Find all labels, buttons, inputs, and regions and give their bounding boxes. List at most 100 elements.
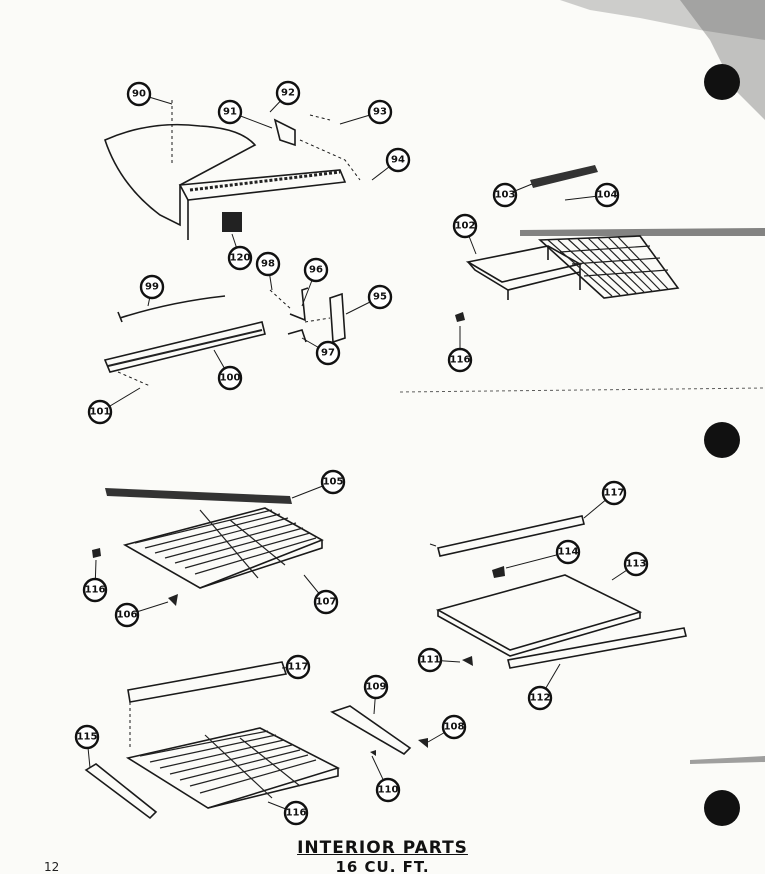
shelf-front-strip xyxy=(105,488,292,504)
shelf-stop xyxy=(168,594,178,606)
callout-circle xyxy=(492,182,518,208)
callout-number: 117 xyxy=(604,488,625,499)
callout-circle xyxy=(417,647,443,673)
part-callout-113: 113 xyxy=(623,551,649,577)
callout-number: 114 xyxy=(558,547,579,558)
callout-number: 105 xyxy=(323,477,344,488)
part-callout-99: 99 xyxy=(139,274,165,300)
callout-number: 120 xyxy=(230,253,251,264)
part-callout-101: 101 xyxy=(87,399,113,425)
callout-number: 98 xyxy=(261,259,275,270)
part-callout-91: 91 xyxy=(217,99,243,125)
callout-circle xyxy=(385,147,411,173)
callout-circle xyxy=(217,365,243,391)
callout-circle xyxy=(555,539,581,565)
shelf-trim xyxy=(507,627,687,669)
callout-number: 94 xyxy=(391,155,405,166)
callout-circle xyxy=(303,257,329,283)
callout-number: 103 xyxy=(495,190,516,201)
part-callout-116: 116 xyxy=(447,347,473,373)
callout-number: 109 xyxy=(366,682,387,693)
part-callout-117: 117 xyxy=(285,654,311,680)
shelf-support xyxy=(84,763,158,820)
shelf-clip xyxy=(418,738,428,748)
shelf-clip xyxy=(462,656,473,666)
callout-number: 116 xyxy=(450,355,471,366)
callout-circle xyxy=(126,81,152,107)
callout-circle xyxy=(594,182,620,208)
part-callout-104: 104 xyxy=(594,182,620,208)
part-callout-92: 92 xyxy=(275,80,301,106)
part-callout-107: 107 xyxy=(313,589,339,615)
part-callout-95: 95 xyxy=(367,284,393,310)
callout-circle xyxy=(320,469,346,495)
callout-number: 106 xyxy=(117,610,138,621)
callout-number: 115 xyxy=(77,732,98,743)
callout-circle xyxy=(227,245,253,271)
callout-number: 108 xyxy=(444,722,465,733)
callout-number: 92 xyxy=(281,88,295,99)
bracket xyxy=(289,287,309,322)
callout-circle xyxy=(255,251,281,277)
part-callout-116: 116 xyxy=(82,577,108,603)
callout-circle xyxy=(441,714,467,740)
part-callout-120: 120 xyxy=(227,245,253,271)
page-subtitle: 16 CU. FT. xyxy=(335,858,430,874)
callout-markers: 90 91 92 93 94 120 103 104 102 98 96 99 95 97 100 101 11… xyxy=(74,80,649,826)
callout-circle xyxy=(447,347,473,373)
part-callout-93: 93 xyxy=(367,99,393,125)
shelf-rail xyxy=(127,661,288,703)
rail-strip xyxy=(530,165,598,188)
freezer-shelf-with-frame xyxy=(465,235,680,300)
leader-lines xyxy=(86,92,637,814)
callout-number: 90 xyxy=(132,89,146,100)
callout-number: 93 xyxy=(373,107,387,118)
callout-number: 111 xyxy=(420,655,441,666)
part-callout-114: 114 xyxy=(555,539,581,565)
punch-hole xyxy=(704,790,740,826)
small-clip xyxy=(92,548,101,558)
refrigerator-shelf xyxy=(122,507,324,589)
part-callout-110: 110 xyxy=(375,777,401,803)
callout-circle xyxy=(367,99,393,125)
bracket xyxy=(287,329,307,343)
callout-number: 116 xyxy=(286,808,307,819)
callout-circle xyxy=(275,80,301,106)
trim-rod xyxy=(119,295,226,319)
callout-number: 99 xyxy=(145,282,159,293)
cabinet-top-assembly xyxy=(104,100,361,240)
part-callout-100: 100 xyxy=(217,365,243,391)
part-callout-117: 117 xyxy=(601,480,627,506)
callout-number: 113 xyxy=(626,559,647,570)
part-callout-102: 102 xyxy=(452,213,478,239)
page-number: 12 xyxy=(44,860,60,874)
callout-number: 116 xyxy=(85,585,106,596)
part-callout-98: 98 xyxy=(255,251,281,277)
callout-circle xyxy=(74,724,100,750)
punch-hole xyxy=(704,422,740,458)
scan-artifacts xyxy=(399,0,765,826)
callout-number: 117 xyxy=(288,662,309,673)
callout-circle xyxy=(87,399,113,425)
punch-hole xyxy=(704,64,740,100)
shelf-rail xyxy=(437,515,585,557)
shelf-support-channel xyxy=(103,321,266,373)
callout-circle xyxy=(601,480,627,506)
callout-circle xyxy=(283,800,309,826)
callout-number: 96 xyxy=(309,265,323,276)
callout-circle xyxy=(313,589,339,615)
refrigerator-shelf-lower xyxy=(125,727,341,809)
page-title: INTERIOR PARTS xyxy=(297,838,468,858)
part-callout-103: 103 xyxy=(492,182,518,208)
part-callout-111: 111 xyxy=(417,647,443,673)
callout-circle xyxy=(363,674,389,700)
callout-number: 97 xyxy=(321,348,335,359)
glass-shelf xyxy=(435,574,643,657)
callout-circle xyxy=(367,284,393,310)
callout-circle xyxy=(527,685,553,711)
part-callout-90: 90 xyxy=(126,81,152,107)
callout-circle xyxy=(623,551,649,577)
callout-circle xyxy=(452,213,478,239)
part-callout-108: 108 xyxy=(441,714,467,740)
